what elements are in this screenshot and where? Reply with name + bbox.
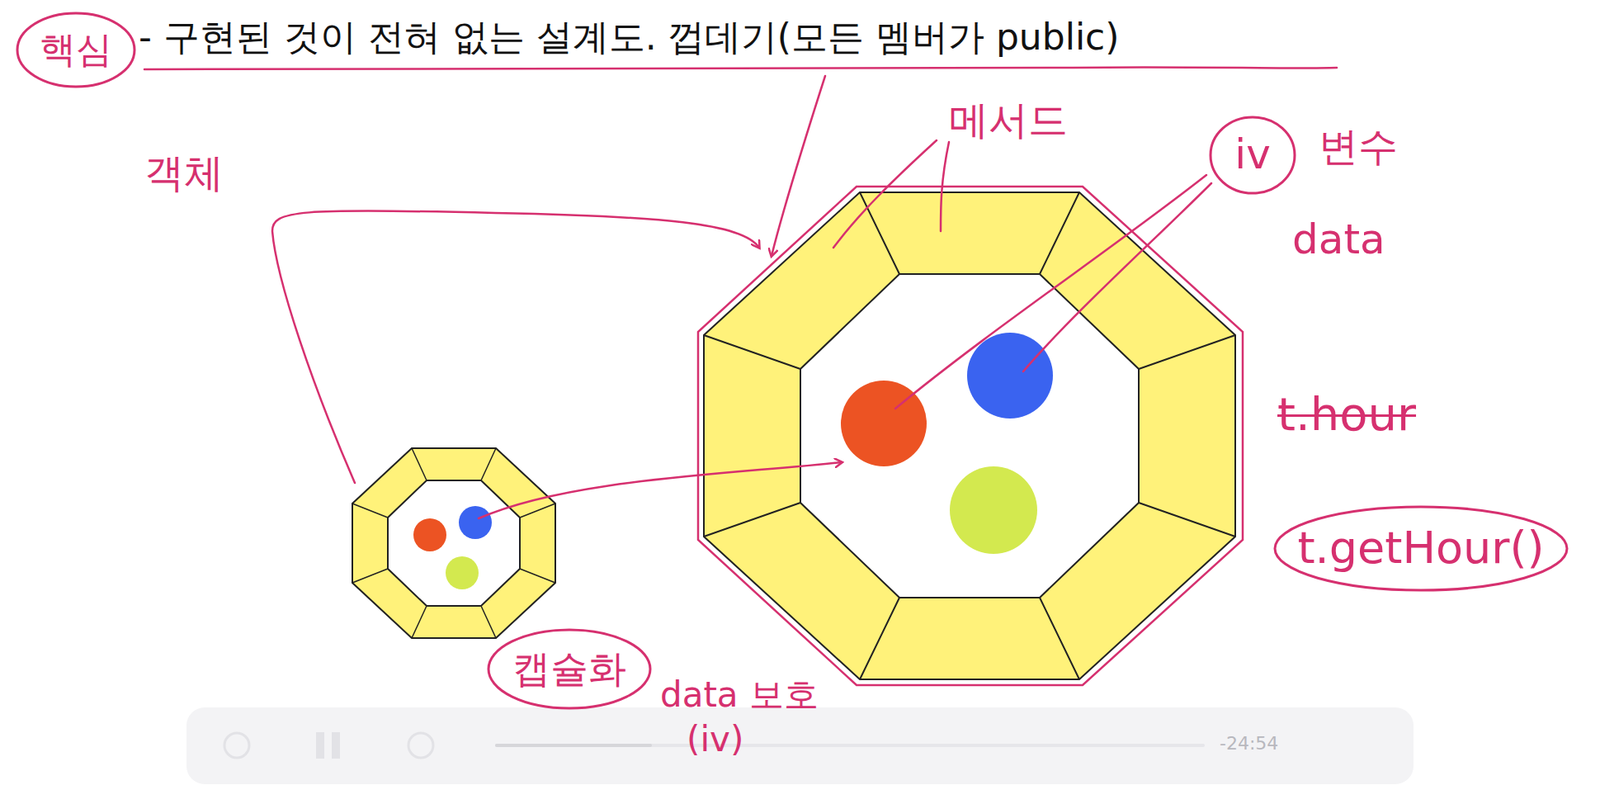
method-ring <box>703 192 1236 680</box>
getter-oval: t.getHour() <box>1272 504 1570 593</box>
method-ring <box>352 448 556 638</box>
player-bar <box>186 707 1414 784</box>
encapsulation-oval: 캡슐화 <box>486 627 653 711</box>
node-text: 캡슐화 <box>512 646 627 691</box>
crossed-out-code: t.hour <box>1277 387 1416 441</box>
segment-lines <box>703 192 1236 680</box>
segment-lines <box>352 448 556 638</box>
method-note: 메서드 <box>948 97 1068 143</box>
variable-note: 변수 <box>1318 123 1398 170</box>
pause-icon <box>331 731 340 759</box>
zoom-arrow <box>478 462 842 519</box>
data-core <box>800 273 1139 598</box>
iv-note: (iv) <box>686 719 744 760</box>
octagon-trace <box>698 186 1243 685</box>
pause-icon <box>316 731 325 759</box>
data-core <box>387 480 520 606</box>
node-text: iv <box>1234 131 1270 180</box>
red-data-dot <box>413 518 447 552</box>
progress-track <box>495 743 1205 747</box>
green-data-dot <box>445 556 479 590</box>
data-note: data <box>1292 216 1386 265</box>
oval-stroke <box>17 13 135 87</box>
rewind-icon <box>224 732 250 758</box>
protection-note: data 보호 <box>660 674 819 715</box>
iv-circle: iv <box>1208 114 1298 196</box>
key-circle: 핵심 <box>14 10 137 90</box>
node-text: t.getHour() <box>1297 522 1544 574</box>
time-remaining: -24:54 <box>1219 732 1279 754</box>
annotations <box>144 66 1337 685</box>
object-note: 객체 <box>144 150 224 196</box>
oval-stroke <box>488 629 651 708</box>
object-octagon <box>703 192 1236 680</box>
oval-stroke <box>1210 117 1295 194</box>
pointer-line <box>771 75 826 256</box>
object-pointer <box>272 210 760 483</box>
green-data-dot <box>949 466 1038 554</box>
iv-pointer <box>895 174 1207 409</box>
slide-title: - 구현된 것이 전혀 없는 설계도. 껍데기(모든 멤버가 public) <box>138 16 1119 59</box>
node-text: 핵심 <box>39 28 113 71</box>
small-object-octagon <box>352 448 556 638</box>
progress-fill <box>495 743 652 747</box>
oval-stroke <box>1274 506 1567 590</box>
title-underline <box>144 66 1337 70</box>
forward-icon <box>408 732 434 758</box>
blue-data-dot <box>458 505 492 539</box>
blue-data-dot <box>967 332 1053 419</box>
